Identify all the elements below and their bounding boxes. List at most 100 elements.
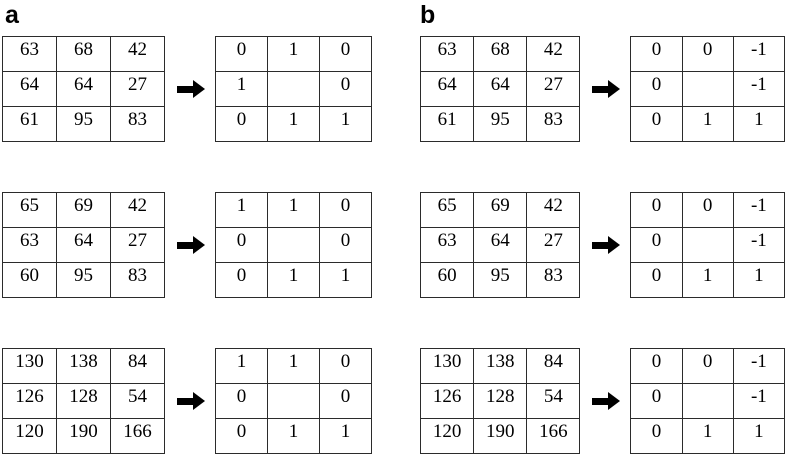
arrow-right-icon [586,71,624,107]
result-cell: 1 [267,106,320,142]
table-row: 0 -1 [630,227,785,263]
source-cell: 190 [56,418,111,454]
source-grid: 130 138 84 126 128 54 120 190 166 [419,348,581,454]
source-cell: 64 [419,71,475,107]
table-row: 60 95 83 [419,262,581,298]
result-cell: 0 [215,262,268,298]
result-cell: -1 [732,71,785,107]
result-cell: 0 [215,36,268,72]
result-cell: 1 [215,348,268,384]
result-cell: 1 [732,106,785,142]
table-row: 0 0 [215,227,372,263]
result-cell: 0 [319,192,372,228]
source-grid: 63 68 42 64 64 27 61 95 83 [419,36,581,142]
source-cell: 64 [56,227,111,263]
table-row: 1 1 0 [215,348,372,384]
result-cell: 1 [267,192,320,228]
result-cell-center [267,227,320,263]
arrow-right-icon [171,71,209,107]
source-cell: 54 [110,383,165,419]
result-grid: 1 1 0 0 0 0 1 1 [215,348,372,454]
source-cell: 42 [110,192,165,228]
panel-b-label: b [420,1,436,29]
panel-a-label: a [5,1,19,29]
source-cell: 61 [2,106,57,142]
result-cell: 1 [319,262,372,298]
result-cell: 0 [681,192,734,228]
source-cell: 42 [110,36,165,72]
table-row: 120 190 166 [2,418,165,454]
result-cell: -1 [732,227,785,263]
panel-b-example-2: 65 69 42 63 64 27 60 95 83 [419,192,785,298]
source-cell: 54 [526,383,581,419]
table-row: 0 0 -1 [630,192,785,228]
result-cell: 0 [630,262,683,298]
source-cell: 69 [56,192,111,228]
result-cell: 0 [630,192,683,228]
table-row: 63 64 27 [419,227,581,263]
table-row: 65 69 42 [419,192,581,228]
result-cell: 0 [681,36,734,72]
result-cell: 0 [630,36,683,72]
source-cell: 83 [526,106,581,142]
source-cell: 42 [526,36,581,72]
table-row: 65 69 42 [2,192,165,228]
result-cell: 1 [267,418,320,454]
panel-a-example-3: 130 138 84 126 128 54 120 190 166 [2,348,372,454]
table-row: 0 1 1 [630,106,785,142]
result-cell: 0 [215,106,268,142]
source-cell: 130 [419,348,475,384]
source-cell: 63 [419,36,475,72]
result-cell: 1 [319,106,372,142]
result-cell: 1 [732,418,785,454]
result-cell: -1 [732,36,785,72]
result-grid: 0 0 -1 0 -1 0 1 1 [630,348,785,454]
result-cell: 0 [681,348,734,384]
source-grid: 65 69 42 63 64 27 60 95 83 [2,192,165,298]
result-cell: 0 [630,383,683,419]
source-cell: 95 [56,106,111,142]
source-cell: 42 [526,192,581,228]
source-cell: 126 [419,383,475,419]
result-cell: 1 [732,262,785,298]
source-cell: 166 [526,418,581,454]
result-cell: 0 [630,227,683,263]
table-row: 130 138 84 [2,348,165,384]
result-cell: 1 [267,262,320,298]
result-grid: 0 0 -1 0 -1 0 1 1 [630,192,785,298]
result-cell: 1 [267,348,320,384]
source-cell: 120 [419,418,475,454]
table-row: 0 1 0 [215,36,372,72]
panel-b-example-3: 130 138 84 126 128 54 120 190 166 [419,348,785,454]
result-grid: 0 1 0 1 0 0 1 1 [215,36,372,142]
result-cell: 0 [319,383,372,419]
source-cell: 95 [56,262,111,298]
table-row: 0 -1 [630,383,785,419]
result-grid: 0 0 -1 0 -1 0 1 1 [630,36,785,142]
source-cell: 83 [110,262,165,298]
result-cell: 0 [319,71,372,107]
source-cell: 64 [56,71,111,107]
result-cell: 0 [215,418,268,454]
table-row: 126 128 54 [419,383,581,419]
table-row: 0 0 [215,383,372,419]
table-row: 64 64 27 [419,71,581,107]
source-cell: 126 [2,383,57,419]
table-row: 63 68 42 [2,36,165,72]
source-cell: 27 [526,227,581,263]
source-cell: 65 [2,192,57,228]
source-cell: 130 [2,348,57,384]
panel-a-example-2: 65 69 42 63 64 27 60 95 83 [2,192,372,298]
table-row: 1 1 0 [215,192,372,228]
source-cell: 84 [110,348,165,384]
result-cell: 0 [319,348,372,384]
table-row: 61 95 83 [419,106,581,142]
result-cell: 0 [215,383,268,419]
result-cell-center [681,71,734,107]
source-cell: 68 [56,36,111,72]
result-grid: 1 1 0 0 0 0 1 1 [215,192,372,298]
panel-a: a 63 68 42 64 64 27 61 95 83 [2,1,372,454]
source-cell: 63 [2,227,57,263]
table-row: 61 95 83 [2,106,165,142]
source-cell: 83 [110,106,165,142]
